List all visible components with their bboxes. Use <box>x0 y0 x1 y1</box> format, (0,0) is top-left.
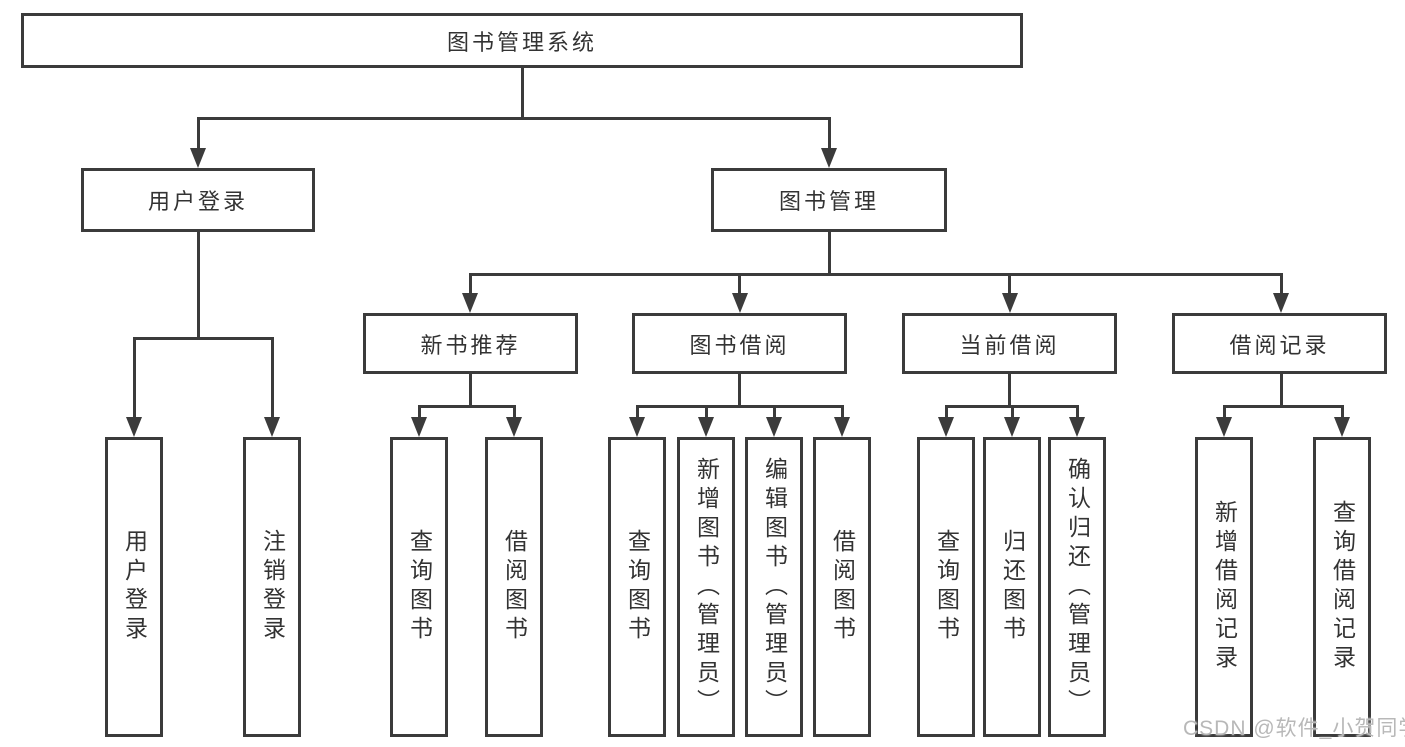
connector-line-horizontal <box>1222 405 1344 408</box>
connector-line-vertical <box>944 405 948 421</box>
node-label: 查询借阅记录 <box>1329 500 1356 674</box>
connector-line-vertical <box>772 405 776 421</box>
arrow-down-icon <box>1069 417 1085 437</box>
connector-line-vertical <box>1279 273 1283 297</box>
arrow-down-icon <box>462 293 478 313</box>
connector-line-vertical <box>468 273 472 297</box>
arrow-down-icon <box>190 148 206 168</box>
connector-line-vertical <box>1008 374 1011 408</box>
connector-line-vertical <box>738 273 741 297</box>
connector-line-vertical <box>827 117 831 150</box>
node-borrow-books-1: 借阅图书 <box>485 437 543 737</box>
node-borrowing-records: 借阅记录 <box>1172 313 1387 374</box>
node-label: 当前借阅 <box>959 332 1060 358</box>
arrow-down-icon <box>938 417 954 437</box>
connector-line-horizontal <box>635 405 844 408</box>
node-label: 借阅图书 <box>829 529 856 645</box>
node-label: 图书借阅 <box>689 332 790 358</box>
node-query-borrow-record: 查询借阅记录 <box>1313 437 1371 737</box>
connector-line-vertical <box>196 232 200 340</box>
arrow-down-icon <box>264 417 280 437</box>
node-new-book-recommendation: 新书推荐 <box>363 313 578 374</box>
arrow-down-icon <box>1334 417 1350 437</box>
connector-line-vertical <box>469 374 472 408</box>
connector-line-vertical <box>512 405 516 421</box>
node-query-books-3: 查询图书 <box>917 437 975 737</box>
node-label: 查询图书 <box>933 529 960 645</box>
node-user-login: 用户登录 <box>81 168 315 232</box>
node-book-borrowing: 图书借阅 <box>632 313 847 374</box>
connector-line-horizontal <box>132 337 274 340</box>
connector-line-horizontal <box>196 117 831 120</box>
node-borrow-books-2: 借阅图书 <box>813 437 871 737</box>
connector-line-vertical <box>827 232 831 276</box>
arrow-down-icon <box>731 293 748 313</box>
node-add-borrow-record: 新增借阅记录 <box>1195 437 1253 737</box>
connector-line-vertical <box>417 405 421 421</box>
node-label: 新增图书（管理员） <box>693 456 720 718</box>
node-label: 借阅记录 <box>1229 332 1330 358</box>
connector-line-vertical <box>132 337 136 421</box>
node-label: 归还图书 <box>999 529 1026 645</box>
arrow-down-icon <box>126 417 142 437</box>
connector-line-horizontal <box>417 405 516 408</box>
arrow-down-icon <box>766 417 782 437</box>
connector-line-vertical <box>1010 405 1014 421</box>
node-label: 用户登录 <box>121 529 148 645</box>
connector-line-vertical <box>270 337 274 421</box>
node-confirm-return-admin: 确认归还（管理员） <box>1048 437 1106 737</box>
node-label: 新书推荐 <box>420 332 521 358</box>
connector-line-horizontal <box>468 273 1283 276</box>
arrow-down-icon <box>506 417 522 437</box>
node-user-login-leaf: 用户登录 <box>105 437 163 737</box>
arrow-down-icon <box>1216 417 1232 437</box>
arrow-down-icon <box>1004 417 1020 437</box>
connector-line-vertical <box>1340 405 1344 421</box>
node-label: 查询图书 <box>624 529 651 645</box>
node-label: 新增借阅记录 <box>1211 500 1238 674</box>
node-library-management-system: 图书管理系统 <box>21 13 1023 68</box>
node-label: 图书管理 <box>778 189 879 214</box>
node-add-books-admin: 新增图书（管理员） <box>677 437 735 737</box>
node-label: 图书管理系统 <box>446 29 597 55</box>
connector-line-vertical <box>1075 405 1079 421</box>
connector-line-vertical <box>1008 273 1011 297</box>
arrow-down-icon <box>629 417 645 437</box>
connector-line-vertical <box>704 405 708 421</box>
node-label: 查询图书 <box>406 529 433 645</box>
connector-line-vertical <box>1222 405 1226 421</box>
connector-line-vertical <box>840 405 844 421</box>
node-edit-books-admin: 编辑图书（管理员） <box>745 437 803 737</box>
node-book-management: 图书管理 <box>711 168 947 232</box>
node-return-books: 归还图书 <box>983 437 1041 737</box>
arrow-down-icon <box>834 417 850 437</box>
node-label: 借阅图书 <box>501 529 528 645</box>
connector-line-vertical <box>196 117 200 150</box>
csdn-watermark: CSDN @软件_小贺同学 <box>1183 717 1405 740</box>
node-label: 编辑图书（管理员） <box>761 456 788 718</box>
node-label: 用户登录 <box>147 189 248 214</box>
connector-line-vertical <box>1279 374 1283 408</box>
connector-line-vertical <box>738 374 741 408</box>
node-label: 注销登录 <box>259 529 286 645</box>
node-current-borrowing: 当前借阅 <box>902 313 1117 374</box>
node-logout-leaf: 注销登录 <box>243 437 301 737</box>
connector-line-vertical <box>520 68 524 120</box>
arrow-down-icon <box>411 417 427 437</box>
node-label: 确认归还（管理员） <box>1064 456 1091 718</box>
node-query-books-1: 查询图书 <box>390 437 448 737</box>
arrow-down-icon <box>1273 293 1289 313</box>
arrow-down-icon <box>821 148 837 168</box>
arrow-down-icon <box>698 417 714 437</box>
node-query-books-2: 查询图书 <box>608 437 666 737</box>
arrow-down-icon <box>1001 293 1018 313</box>
connector-line-vertical <box>635 405 639 421</box>
